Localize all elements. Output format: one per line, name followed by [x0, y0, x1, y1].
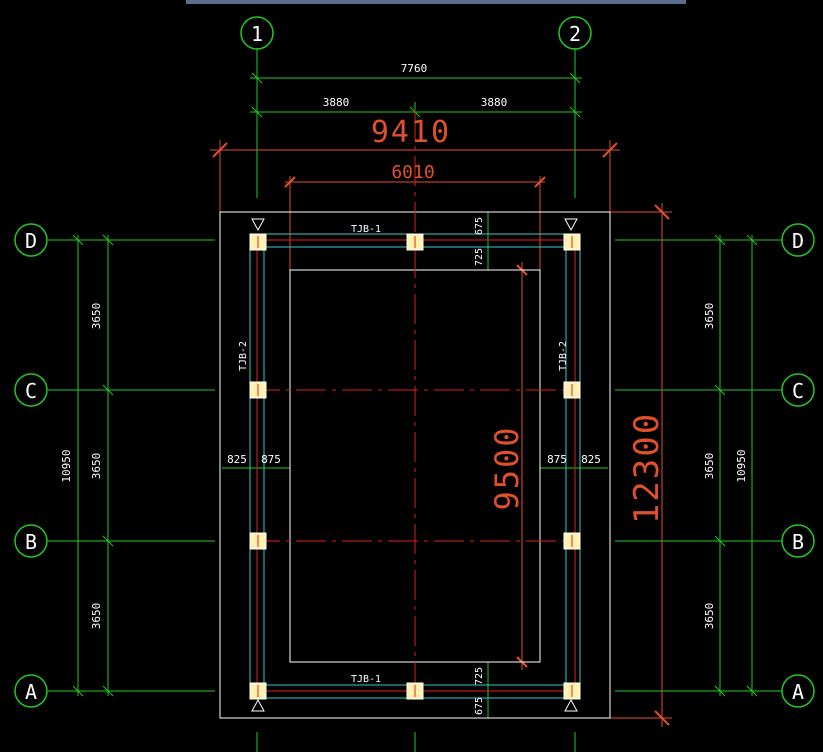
- dim-tick: [746, 685, 758, 697]
- axis-bubble-1: [240, 16, 274, 50]
- axis-bubble-d-left: [14, 223, 48, 257]
- dim-tick: [72, 234, 84, 246]
- section-marker-bottom-right: [564, 698, 578, 712]
- axis-bubble-a-left: [14, 674, 48, 708]
- beam-label-right: TJB-2: [558, 341, 569, 371]
- dim-text-bottom-offset-upper: 725: [474, 667, 485, 685]
- axis-bubble-d-right: [781, 223, 815, 257]
- dim-tick: [714, 535, 726, 547]
- dim-text-left-total: 10950: [60, 449, 73, 482]
- axis-label-1: 1: [251, 22, 263, 46]
- axis-label-b-left: B: [25, 530, 37, 554]
- beam-label-bottom: TJB-1: [351, 674, 381, 685]
- dim-tick: [569, 106, 581, 118]
- beam-label-left: TJB-2: [238, 341, 249, 371]
- dim-tick: [251, 106, 263, 118]
- section-marker-top-right: [564, 218, 578, 232]
- dim-tick-red: [534, 176, 546, 188]
- axis-bubble-2: [558, 16, 592, 50]
- axis-label-c-left: C: [25, 379, 37, 403]
- dim-text-inner-width: 6010: [391, 162, 434, 183]
- dim-tick: [714, 234, 726, 246]
- axis-bubble-a-right: [781, 674, 815, 708]
- axis-label-a-left: A: [25, 680, 37, 704]
- dim-text-left-outer-offset: 825: [227, 453, 247, 466]
- dim-tick: [102, 535, 114, 547]
- dim-tick-red: [284, 176, 296, 188]
- dim-text-top-left: 3880: [323, 96, 350, 109]
- dim-tick: [102, 685, 114, 697]
- dim-text-right-d-c: 3650: [703, 303, 716, 330]
- dim-text-left-c-b: 3650: [90, 453, 103, 480]
- dim-text-right-c-b: 3650: [703, 453, 716, 480]
- dim-text-inner-height: 9500: [488, 425, 526, 510]
- dim-text-top-total: 7760: [401, 62, 428, 75]
- dim-text-outer-height: 12300: [627, 412, 667, 524]
- axis-label-b-right: B: [792, 530, 804, 554]
- axis-bubble-b-right: [781, 524, 815, 558]
- dim-tick: [72, 685, 84, 697]
- section-marker-top-left: [251, 218, 265, 232]
- axis-bubble-b-left: [14, 524, 48, 558]
- axis-bubble-c-right: [781, 373, 815, 407]
- wall-centerline: [256, 239, 576, 692]
- dim-tick: [714, 384, 726, 396]
- axis-bubble-c-left: [14, 373, 48, 407]
- section-marker-bottom-left: [251, 698, 265, 712]
- axis-label-c-right: C: [792, 379, 804, 403]
- dim-tick-red: [654, 710, 670, 726]
- dim-tick-red: [212, 142, 228, 158]
- axis-label-d-right: D: [792, 229, 804, 253]
- dim-tick: [746, 234, 758, 246]
- dim-text-top-offset-upper: 675: [474, 217, 485, 235]
- dim-text-top-offset-lower: 725: [474, 248, 485, 266]
- dim-text-left-d-c: 3650: [90, 303, 103, 330]
- dim-text-right-outer-offset: 825: [581, 453, 601, 466]
- dim-text-outer-width: 9410: [371, 115, 451, 150]
- dim-tick: [102, 384, 114, 396]
- axis-label-2: 2: [569, 22, 581, 46]
- axis-label-a-right: A: [792, 680, 804, 704]
- dim-text-bottom-offset-lower: 675: [474, 697, 485, 715]
- dim-tick: [102, 234, 114, 246]
- dim-text-right-b-a: 3650: [703, 603, 716, 630]
- dim-text-left-b-a: 3650: [90, 603, 103, 630]
- dim-text-right-inner-offset: 875: [547, 453, 567, 466]
- dim-text-top-right: 3880: [481, 96, 508, 109]
- dim-tick-red: [654, 204, 670, 220]
- viewport-top-bar: [186, 0, 686, 4]
- dim-tick-red: [602, 142, 618, 158]
- dim-text-left-inner-offset: 875: [261, 453, 281, 466]
- dim-tick: [251, 72, 263, 84]
- dim-text-right-total: 10950: [735, 449, 748, 482]
- dim-tick: [569, 72, 581, 84]
- axis-label-d-left: D: [25, 229, 37, 253]
- beam-label-top: TJB-1: [351, 224, 381, 235]
- dim-tick: [714, 685, 726, 697]
